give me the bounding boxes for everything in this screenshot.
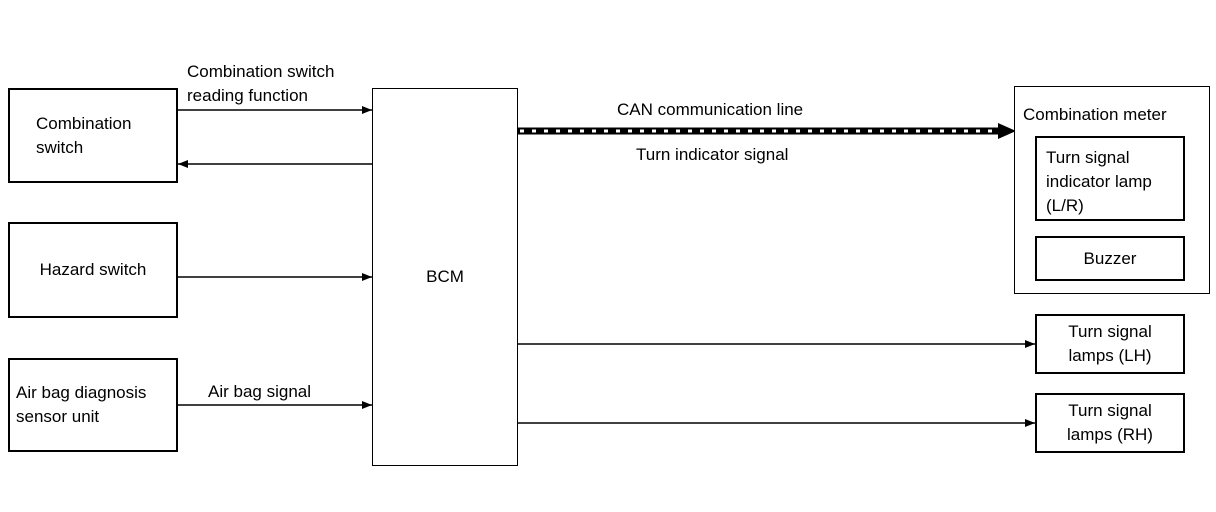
bcm-block: BCM: [372, 88, 518, 466]
turn-signal-indicator-lamp-block: Turn signal indicator lamp (L/R): [1035, 136, 1185, 221]
turn-signal-lamps-lh-label: Turn signal lamps (LH): [1068, 322, 1152, 365]
hazard-switch-block: Hazard switch: [8, 222, 178, 318]
combination-switch-label: Combination switch: [36, 113, 132, 157]
combination-switch-block: Combination switch: [8, 88, 178, 183]
buzzer-label: Buzzer: [1083, 248, 1137, 268]
combination-meter-label: Combination meter: [1023, 105, 1167, 124]
bcm-label: BCM: [426, 267, 464, 286]
turn-signal-lamps-rh-block: Turn signal lamps (RH): [1035, 393, 1185, 453]
combination-switch-reading-label: Combination switch reading function: [187, 62, 335, 105]
buzzer-block: Buzzer: [1035, 236, 1185, 281]
airbag-signal-label: Air bag signal: [208, 382, 312, 401]
turn-signal-lamps-rh-label: Turn signal lamps (RH): [1067, 401, 1153, 444]
turn-signal-indicator-lamp-label: Turn signal indicator lamp (L/R): [1046, 148, 1152, 215]
can-communication-line: [518, 123, 1016, 139]
can-communication-line-label: CAN communication line: [617, 100, 804, 119]
airbag-sensor-unit-block: Air bag diagnosis sensor unit: [8, 358, 178, 452]
turn-indicator-signal-label: Turn indicator signal: [636, 145, 789, 164]
airbag-sensor-unit-label: Air bag diagnosis sensor unit: [16, 383, 147, 426]
turn-signal-lamps-lh-block: Turn signal lamps (LH): [1035, 314, 1185, 374]
hazard-switch-label: Hazard switch: [39, 260, 147, 279]
